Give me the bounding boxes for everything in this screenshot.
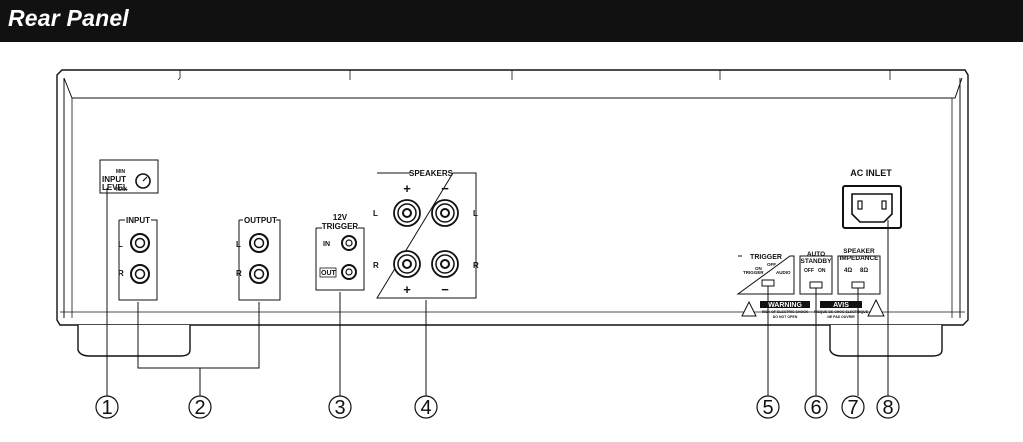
output-jacks: OUTPUT L R — [236, 216, 281, 301]
trigger-switch-audio: AUDIO — [776, 270, 791, 275]
ac-inlet-title: AC INLET — [850, 168, 892, 178]
input-level-max: MAX — [116, 187, 128, 193]
ac-inlet: AC INLET — [842, 168, 902, 229]
svg-text:3: 3 — [334, 397, 345, 419]
callout-5: 5 — [756, 395, 780, 419]
output-title: OUTPUT — [244, 216, 277, 225]
input-level-label-1: INPUT — [102, 175, 126, 184]
svg-text:7: 7 — [847, 397, 858, 419]
trigger-switch: TRIGGER ON OFF TRIGGER AUDIO — [736, 254, 795, 295]
auto-standby-title-1: AUTO — [807, 251, 825, 258]
speaker-impedance-8: 8Ω — [860, 268, 868, 274]
speakers-title: SPEAKERS — [409, 169, 454, 178]
callout-7: 7 — [841, 395, 865, 419]
svg-text:1: 1 — [101, 397, 112, 419]
svg-text:2: 2 — [194, 397, 205, 419]
input-l: L — [118, 240, 123, 249]
speakers-l-right: L — [473, 209, 478, 218]
speakers-plus-bottom: + — [403, 282, 411, 297]
input-level-min: MIN — [116, 169, 126, 175]
warning-line-2: DO NOT OPEN — [773, 315, 798, 319]
svg-text:5: 5 — [762, 397, 773, 419]
warning-labels: WARNING RISK OF ELECTRIC SHOCK DO NOT OP… — [741, 298, 885, 319]
speaker-impedance-title-2: IMPEDANCE — [839, 255, 879, 262]
feet — [77, 325, 943, 357]
speakers-minus-top: − — [441, 181, 449, 196]
trigger12v-title-2: TRIGGER — [322, 222, 359, 231]
callout-8: 8 — [876, 395, 900, 419]
speakers-r-right: R — [473, 261, 479, 270]
input-level-label-2: LEVEL — [102, 183, 128, 192]
avis-line-1: RISQUE DE CHOC ELECTRIQUE — [814, 310, 869, 314]
warning-title: WARNING — [768, 302, 802, 309]
trigger-switch-off: OFF — [767, 262, 776, 267]
trigger12v-in: IN — [323, 241, 330, 248]
trigger12v-out: OUT — [321, 270, 337, 277]
output-r: R — [236, 269, 242, 278]
auto-standby-on: ON — [818, 268, 826, 274]
speaker-impedance-switch: SPEAKER IMPEDANCE 4Ω 8Ω — [837, 248, 881, 295]
callout-3: 3 — [328, 395, 352, 419]
warning-line-1: RISK OF ELECTRIC SHOCK — [762, 310, 809, 314]
callout-2: 2 — [188, 395, 212, 419]
trigger12v-title-1: 12V — [333, 213, 348, 222]
callouts: 1 2 3 4 5 6 7 8 — [95, 395, 900, 419]
avis-line-2: NE PAS OUVRIR — [827, 315, 855, 319]
page-title: Rear Panel — [8, 5, 129, 31]
auto-standby-switch: AUTO STANDBY OFF ON — [799, 251, 833, 295]
header-bar: Rear Panel — [0, 0, 1023, 42]
input-level-knob: INPUT LEVEL MIN MAX — [99, 159, 159, 194]
callout-1: 1 — [95, 395, 119, 419]
speakers-plus-top: + — [403, 181, 411, 196]
svg-text:8: 8 — [882, 397, 893, 419]
input-r: R — [118, 269, 124, 278]
speakers-r-left: R — [373, 261, 379, 270]
trigger-12v-jacks: 12V TRIGGER IN OUT — [315, 213, 365, 291]
speaker-terminals: SPEAKERS + − + − L L R R — [373, 169, 479, 299]
callout-4: 4 — [414, 395, 438, 419]
callout-6: 6 — [804, 395, 828, 419]
auto-standby-off: OFF — [804, 268, 814, 274]
svg-text:6: 6 — [810, 397, 821, 419]
speakers-l-left: L — [373, 209, 378, 218]
chassis — [56, 69, 969, 326]
input-jacks: INPUT L R — [118, 216, 158, 301]
trigger-switch-title: TRIGGER — [750, 254, 782, 261]
auto-standby-title-2: STANDBY — [801, 258, 833, 265]
trigger-switch-on: ON — [755, 266, 762, 271]
avis-title: AVIS — [833, 302, 849, 309]
speakers-minus-bottom: − — [441, 282, 449, 297]
trigger-switch-trigger: TRIGGER — [743, 270, 764, 275]
input-title: INPUT — [126, 216, 150, 225]
output-l: L — [236, 240, 241, 249]
speaker-impedance-4: 4Ω — [844, 268, 852, 274]
svg-text:4: 4 — [420, 397, 431, 419]
leader-lines — [106, 188, 889, 396]
speaker-impedance-title-1: SPEAKER — [843, 248, 875, 255]
